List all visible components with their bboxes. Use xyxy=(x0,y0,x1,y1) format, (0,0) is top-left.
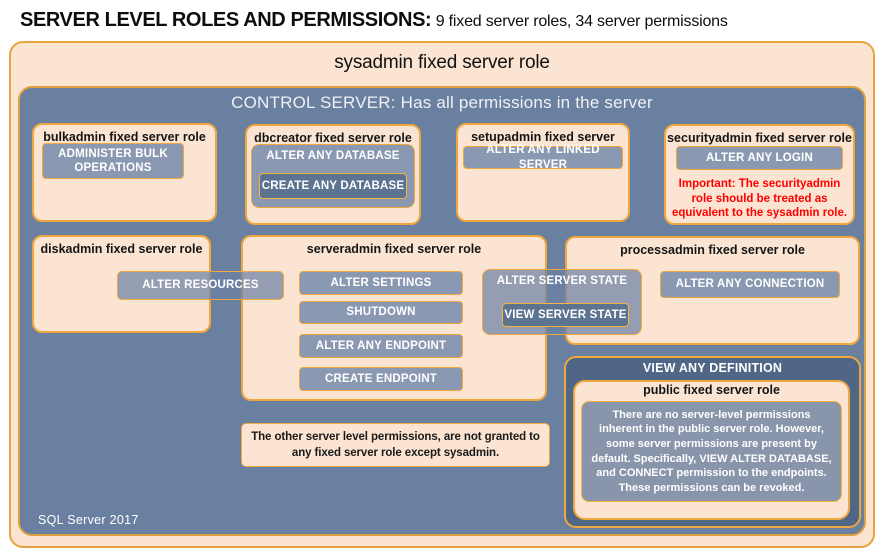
page-title: SERVER LEVEL ROLES AND PERMISSIONS: 9 fi… xyxy=(20,9,860,32)
role-title-public: public fixed server role xyxy=(643,383,780,397)
permission-view-any-definition-label: VIEW ANY DEFINITION xyxy=(642,361,783,375)
permission-alter-any-connection: ALTER ANY CONNECTION xyxy=(660,271,840,298)
other-permissions-note: The other server level permissions, are … xyxy=(241,423,550,467)
permission-alter-any-linked-server: ALTER ANY LINKED SERVER xyxy=(463,144,623,171)
permission-alter-any-endpoint: ALTER ANY ENDPOINT xyxy=(299,334,463,358)
role-title-bulkadmin: bulkadmin fixed server role xyxy=(43,130,206,144)
permission-view-server-state: VIEW SERVER STATE xyxy=(502,303,629,327)
role-title-securityadmin: securityadmin fixed server role xyxy=(667,131,852,145)
role-title-serveradmin: serveradmin fixed server role xyxy=(306,242,482,256)
role-title-dbcreator: dbcreator fixed server role xyxy=(254,131,412,145)
role-title-processadmin: processadmin fixed server role xyxy=(620,243,805,257)
control-server-label: CONTROL SERVER: Has all permissions in t… xyxy=(231,93,653,112)
role-box-setupadmin: setupadmin fixed server role xyxy=(456,123,630,222)
permission-alter-any-database-label: ALTER ANY DATABASE xyxy=(266,150,400,162)
page-title-subtitle: 9 fixed server roles, 34 server permissi… xyxy=(435,13,728,30)
permission-alter-server-state-label: ALTER SERVER STATE xyxy=(496,275,628,287)
role-box-securityadmin: securityadmin fixed server role xyxy=(664,124,855,225)
sql-server-version-label: SQL Server 2017 xyxy=(38,513,139,527)
role-title-diskadmin: diskadmin fixed server role xyxy=(40,242,203,256)
permission-alter-settings: ALTER SETTINGS xyxy=(299,271,463,295)
public-role-description: There are no server-level permissions in… xyxy=(581,401,842,502)
sysadmin-role-label: sysadmin fixed server role xyxy=(334,52,550,73)
permission-shutdown: SHUTDOWN xyxy=(299,301,463,324)
securityadmin-warning-note: Important: The securityadmin role should… xyxy=(671,178,848,220)
permission-alter-resources: ALTER RESOURCES xyxy=(117,271,284,300)
permission-create-any-database: CREATE ANY DATABASE xyxy=(259,173,407,199)
page-title-heading: SERVER LEVEL ROLES AND PERMISSIONS: xyxy=(20,9,432,31)
permission-alter-any-login: ALTER ANY LOGIN xyxy=(676,146,843,170)
permission-create-endpoint: CREATE ENDPOINT xyxy=(299,367,463,391)
permission-administer-bulk-operations: ADMINISTER BULK OPERATIONS xyxy=(42,143,184,179)
